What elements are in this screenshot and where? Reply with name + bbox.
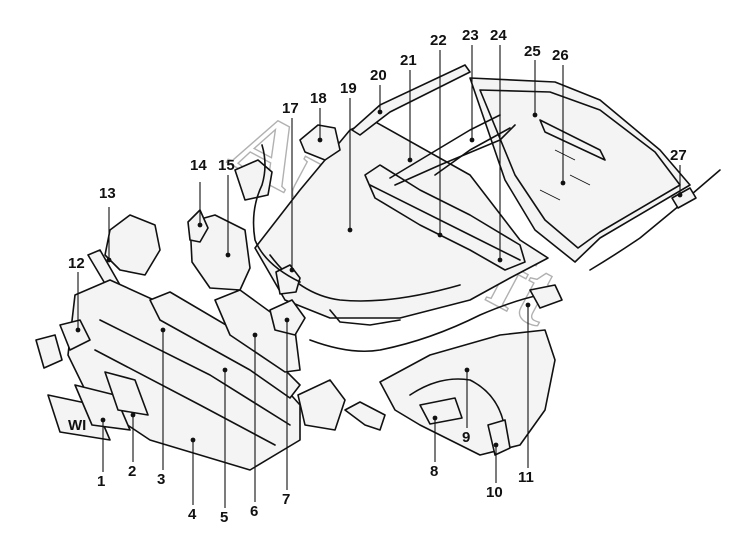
leader-dots bbox=[75, 109, 683, 448]
callout-3: 3 bbox=[157, 471, 165, 488]
side-marker-part bbox=[35, 319, 91, 369]
corner-lamp-part bbox=[297, 379, 346, 431]
callout-20: 20 bbox=[370, 67, 387, 84]
callout-14: 14 bbox=[190, 157, 207, 174]
callout-8: 8 bbox=[430, 463, 438, 480]
callout-21: 21 bbox=[400, 52, 417, 69]
grille-part bbox=[87, 214, 161, 293]
callout-13: 13 bbox=[99, 185, 116, 202]
callout-26: 26 bbox=[552, 47, 569, 64]
hood-strut-part bbox=[589, 169, 721, 271]
headlamp-part bbox=[187, 144, 301, 291]
cowl-panel-part bbox=[364, 164, 526, 271]
callout-15: 15 bbox=[218, 157, 235, 174]
callout-17: 17 bbox=[282, 100, 299, 117]
callout-11: 11 bbox=[518, 469, 534, 486]
leader-lines bbox=[77, 45, 681, 508]
callout-7: 7 bbox=[282, 491, 290, 508]
callout-23: 23 bbox=[462, 27, 479, 44]
callout-4: 4 bbox=[188, 506, 197, 523]
callout-9: 9 bbox=[462, 429, 470, 446]
fender-insert-part bbox=[487, 419, 511, 456]
hood-release-cable-part bbox=[309, 284, 563, 353]
callout-24: 24 bbox=[490, 27, 507, 44]
callout-12: 12 bbox=[68, 255, 85, 272]
callout-18: 18 bbox=[310, 90, 327, 107]
fender-bracket-part bbox=[344, 401, 386, 431]
hood-hinge-part bbox=[299, 124, 341, 161]
callout-25: 25 bbox=[524, 43, 541, 60]
callout-27: 27 bbox=[670, 147, 687, 164]
grille-insert-part bbox=[214, 289, 306, 373]
callout-6: 6 bbox=[250, 503, 258, 520]
callout-2: 2 bbox=[128, 463, 136, 480]
callout-1: 1 bbox=[97, 473, 105, 490]
bumper-reinforcement-part bbox=[149, 291, 301, 399]
callout-22: 22 bbox=[430, 32, 447, 49]
callout-10: 10 bbox=[486, 484, 503, 501]
callout-19: 19 bbox=[340, 80, 357, 97]
windshield-part bbox=[469, 77, 691, 263]
license-plate-part: WI bbox=[47, 371, 149, 441]
callout-labels: 1 2 3 4 5 6 7 8 9 10 11 12 13 14 15 17 1… bbox=[68, 27, 687, 526]
callout-5: 5 bbox=[220, 509, 228, 526]
license-plate-text: WI bbox=[68, 417, 86, 434]
wiper-arms-part bbox=[389, 114, 606, 186]
